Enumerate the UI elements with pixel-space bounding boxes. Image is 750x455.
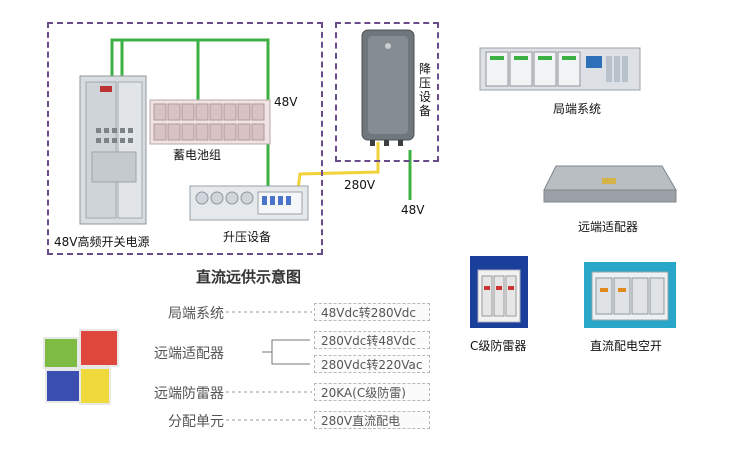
- c-arrester-photo: [470, 256, 528, 328]
- boost-device: [189, 185, 309, 221]
- legend-row: 280Vdc转48Vdc: [134, 331, 434, 351]
- local-system-rack: [479, 47, 641, 91]
- legend-value: 280Vdc转48Vdc: [314, 331, 430, 349]
- legend-row: 远端适配器: [134, 343, 434, 363]
- power-supply-cabinet: [79, 75, 147, 225]
- legend-bracket: [262, 339, 310, 365]
- legend-row: 远端防雷器 20KA(C级防雷): [134, 383, 434, 403]
- local-group-box: [47, 22, 323, 255]
- battery-bank: [149, 99, 271, 145]
- buck-label: 降压设备: [418, 62, 431, 118]
- legend-name: 远端防雷器: [154, 386, 224, 402]
- legend-value: 280Vdc转220Vac: [314, 355, 430, 373]
- power-supply-label: 48V高频开关电源: [54, 235, 150, 249]
- local-system-label: 局端系统: [553, 102, 602, 116]
- boost-label: 升压设备: [223, 230, 272, 244]
- legend-dash-lines: [226, 311, 312, 421]
- legend-name: 局端系统: [168, 306, 224, 322]
- legend-row: 分配单元 280V直流配电: [134, 411, 434, 431]
- yellow-280v-wiring: [296, 142, 380, 191]
- remote-adapter-device: [543, 165, 677, 203]
- legend-value: 20KA(C级防雷): [314, 383, 430, 401]
- buck-device: [361, 29, 415, 146]
- c-arrester-label: C级防雷器: [470, 339, 527, 353]
- legend-value: 280V直流配电: [314, 411, 430, 429]
- legend-row: 280Vdc转220Vac: [134, 355, 434, 375]
- battery-label: 蓄电池组: [173, 148, 222, 162]
- diagram-title: 直流远供示意图: [196, 268, 302, 286]
- dc-breaker-label: 直流配电空开: [590, 339, 663, 353]
- legend-value: 48Vdc转280Vdc: [314, 303, 430, 321]
- wire-48v-out-label: 48V: [401, 203, 425, 217]
- wire-48v-top-label: 48V: [274, 95, 298, 109]
- wire-280v-label: 280V: [344, 178, 376, 192]
- legend-name: 分配单元: [168, 414, 224, 430]
- remote-group-box: [335, 22, 439, 162]
- remote-adapter-label: 远端适配器: [578, 220, 639, 234]
- legend-name: 远端适配器: [154, 346, 224, 362]
- legend-row: 局端系统 48Vdc转280Vdc: [134, 303, 434, 323]
- color-cube-logo: [43, 329, 119, 405]
- dc-breaker-photo: [584, 262, 676, 328]
